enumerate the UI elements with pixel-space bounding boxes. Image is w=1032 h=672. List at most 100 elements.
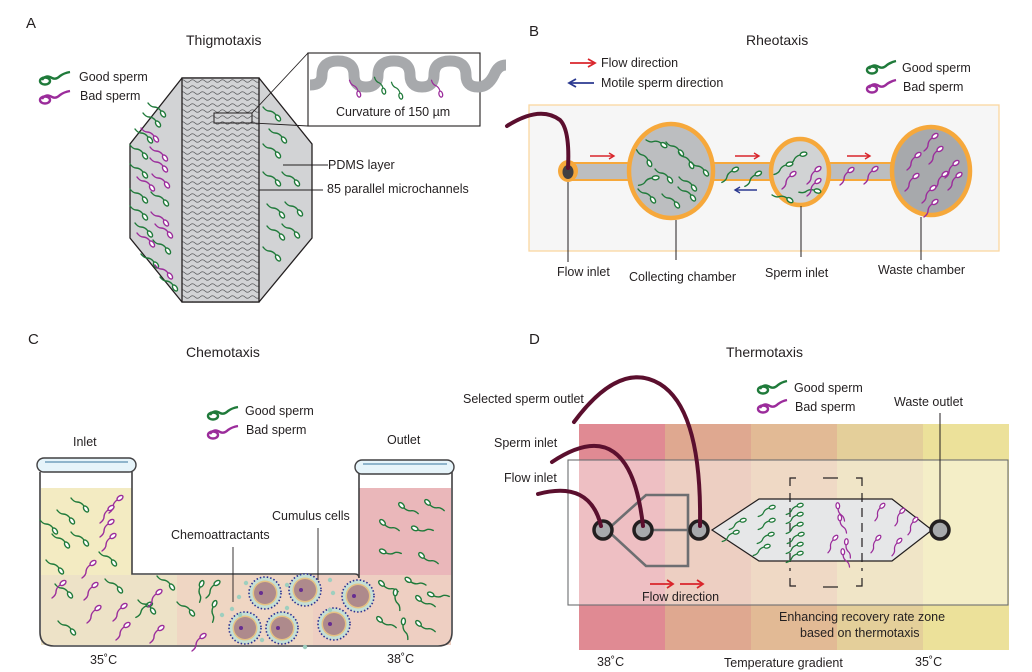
good-sperm — [392, 588, 401, 612]
panel-d-title: Thermotaxis — [726, 344, 803, 360]
chemoattractant-dot — [327, 607, 333, 613]
good-sperm — [756, 531, 775, 545]
cumulus-cell — [288, 573, 322, 607]
selected-sperm-outlet-label: Selected sperm outlet — [463, 392, 584, 406]
good-sperm — [104, 578, 124, 594]
chemoattractant-dot — [330, 590, 336, 596]
bad-sperm — [151, 173, 171, 189]
panel-c-title: Chemotaxis — [186, 344, 260, 360]
bad-sperm-legend-label: Bad sperm — [795, 400, 855, 414]
curvature-label: Curvature of 150 µm — [336, 105, 450, 119]
good-sperm — [661, 193, 681, 209]
collecting-chamber-label: Collecting chamber — [629, 270, 736, 284]
panel-a-letter: A — [26, 15, 36, 32]
chemoattractant-dot — [327, 577, 333, 583]
good-sperm — [205, 579, 221, 599]
good-sperm — [45, 559, 65, 575]
good-sperm — [752, 543, 771, 557]
bad-sperm — [806, 177, 822, 197]
panel-c-sperm — [39, 494, 450, 652]
bad-sperm — [115, 621, 131, 641]
good-sperm — [57, 620, 77, 636]
bad-sperm — [154, 264, 174, 280]
bad-sperm — [149, 146, 169, 162]
waste-chamber-label: Waste chamber — [878, 263, 965, 277]
bad-sperm — [136, 176, 156, 192]
bad-sperm — [843, 538, 851, 559]
bad-sperm — [112, 602, 128, 622]
good-sperm — [426, 591, 450, 598]
good-sperm — [284, 201, 304, 217]
good-sperm — [129, 163, 149, 179]
good-sperm — [262, 246, 282, 262]
good-sperm — [400, 617, 409, 641]
good-sperm-legend-icon — [756, 379, 788, 395]
good-sperm — [147, 102, 167, 118]
selected-outlet-tubing — [572, 375, 703, 528]
bad-sperm — [904, 172, 920, 192]
temp-35-label: 35˚C — [915, 655, 942, 669]
panel-d-letter: D — [529, 331, 540, 348]
bad-sperm — [921, 184, 937, 204]
good-sperm — [39, 519, 59, 535]
bad-sperm — [149, 624, 165, 644]
good-sperm — [645, 139, 668, 149]
good-sperm — [262, 171, 282, 187]
good-sperm — [98, 551, 118, 567]
chemoattractant-dot — [302, 644, 308, 650]
waste-outlet-port — [929, 519, 951, 541]
bad-sperm — [835, 502, 846, 522]
good-sperm — [785, 521, 804, 535]
outlet-label: Outlet — [387, 433, 421, 447]
good-sperm — [129, 144, 149, 160]
chemoattractant-dot — [236, 594, 242, 600]
bad-sperm — [840, 548, 851, 568]
good-sperm — [785, 502, 804, 516]
waste-chamber — [889, 124, 973, 218]
good-sperm — [70, 497, 90, 513]
flow-inlet-label: Flow inlet — [504, 471, 557, 485]
good-sperm — [415, 619, 436, 633]
recovery-zone-label-line2: based on thermotaxis — [800, 626, 920, 640]
motile-arrow — [733, 186, 757, 194]
bad-sperm — [947, 171, 963, 191]
panel-c-letter: C — [28, 331, 39, 348]
good-sperm — [771, 194, 794, 204]
good-sperm — [744, 170, 763, 188]
bad-sperm — [839, 166, 855, 186]
good-sperm — [198, 579, 205, 603]
bad-sperm — [140, 127, 160, 143]
inlet-label: Inlet — [73, 435, 97, 449]
bad-sperm-legend-label: Bad sperm — [903, 80, 963, 94]
flow-direction-arrow-icon — [570, 58, 597, 68]
good-sperm — [410, 525, 434, 532]
panel-d-legend: Good sperm Bad sperm — [756, 379, 863, 414]
good-sperm — [376, 615, 397, 629]
panel-b-letter: B — [529, 23, 539, 40]
temp-38-label: 38˚C — [387, 652, 414, 666]
good-sperm — [129, 188, 149, 204]
motile-direction-arrow-icon — [567, 78, 594, 88]
panel-a-legend: Good sperm Bad sperm — [38, 70, 148, 105]
good-sperm — [721, 529, 740, 543]
good-sperm — [654, 168, 674, 184]
good-sperm — [757, 517, 776, 531]
bad-sperm — [101, 532, 117, 552]
panel-c: C Chemotaxis Good sperm Bad sperm Inlet … — [28, 331, 455, 667]
pdms-layer-label: PDMS layer — [328, 158, 395, 172]
waste-outlet-label: Waste outlet — [894, 395, 964, 409]
good-sperm — [262, 106, 282, 122]
good-sperm — [637, 175, 660, 186]
good-sperm — [728, 517, 747, 531]
chemoattractant-dot — [229, 606, 235, 612]
panel-b-sperm — [635, 132, 963, 218]
bad-sperm — [928, 145, 944, 165]
bad-sperm — [149, 157, 169, 173]
good-sperm — [159, 276, 179, 292]
good-sperm — [142, 112, 162, 128]
sperm-inlet-label: Sperm inlet — [494, 436, 558, 450]
cumulus-cell — [248, 576, 282, 610]
bad-sperm — [827, 534, 839, 554]
microchannel-array — [181, 77, 260, 303]
